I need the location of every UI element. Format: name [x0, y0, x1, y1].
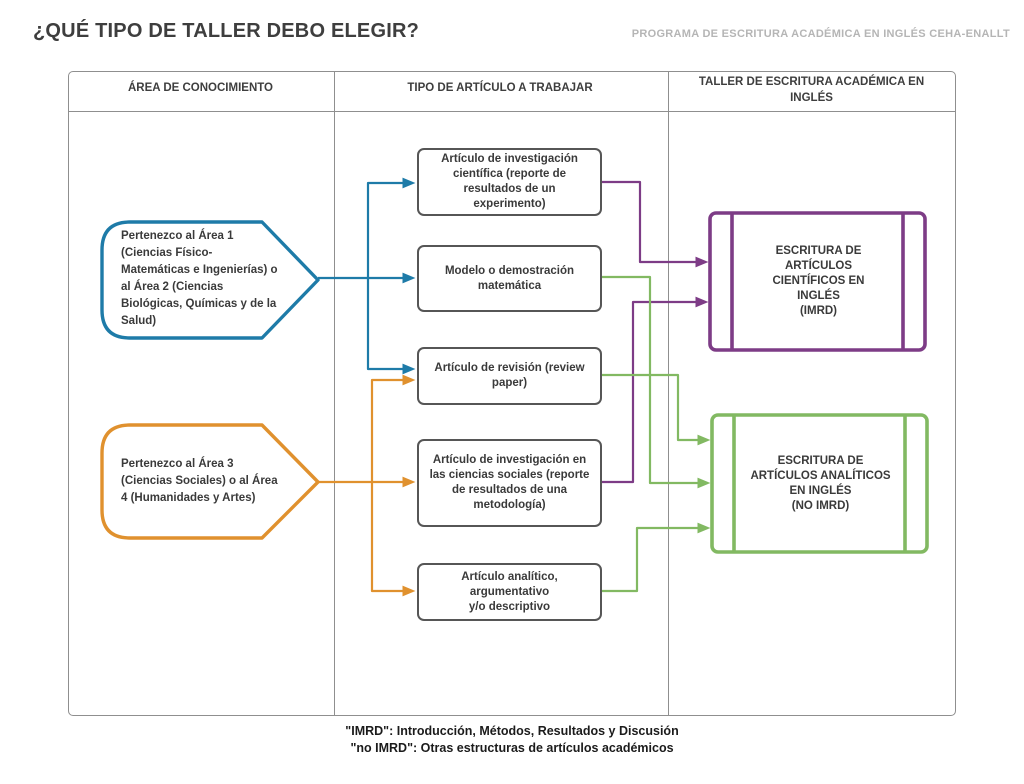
area-3-4-label: Pertenezco al Área 3 (Ciencias Sociales)… — [121, 458, 278, 504]
article-box-investigacion-cientifica: Artículo de investigación científica (re… — [417, 148, 602, 216]
area-3-4-shape — [100, 423, 320, 540]
page-title: ¿QUÉ TIPO DE TALLER DEBO ELEGIR? — [33, 20, 420, 42]
connector-modelo-noimrd — [602, 275, 711, 489]
program-label: PROGRAMA DE ESCRITURA ACADÉMICA EN INGLÉ… — [631, 28, 1010, 40]
orange-connectors — [318, 374, 416, 597]
connector-revision-noimrd — [602, 373, 711, 446]
table-frame — [68, 71, 956, 716]
article-box-modelo-matematico: Modelo o demostración matemática — [417, 245, 602, 312]
column-header-tipo-articulo: TIPO DE ARTÍCULO A TRABAJAR — [407, 82, 593, 94]
workshop-imrd-shape — [708, 211, 927, 352]
column-header-taller: TALLER DE ESCRITURA ACADÉMICA EN INGLÉS — [698, 76, 925, 104]
area-1-2-shape — [100, 220, 320, 340]
footnote-imrd: "IMRD": Introducción, Métodos, Resultado… — [345, 724, 679, 738]
footnotes: "IMRD": Introducción, Métodos, Resultado… — [68, 723, 956, 757]
article-box-analitico: Artículo analítico, argumentativo y/o de… — [417, 563, 602, 621]
connector-area12-investigacion-cientifica — [366, 177, 416, 278]
connector-area34-analitico — [370, 482, 416, 597]
workshop-imrd-label: ESCRITURA DE ARTÍCULOS CIENTÍFICOS EN IN… — [772, 245, 865, 317]
column-header-area-conocimiento: ÁREA DE CONOCIMIENTO — [127, 82, 274, 94]
area-1-2-label: Pertenezco al Área 1 (Ciencias Físico- M… — [121, 230, 278, 327]
connector-analitico-noimrd — [602, 522, 711, 593]
article-box-revision: Artículo de revisión (review paper) — [417, 347, 602, 405]
connector-area34-revision — [370, 374, 416, 482]
footnote-no-imrd: "no IMRD": Otras estructuras de artículo… — [350, 741, 674, 755]
connector-area12-revision — [366, 278, 416, 375]
connector-sociales-imrd — [602, 296, 709, 484]
green-connectors — [602, 275, 711, 593]
workshop-noimrd-label: ESCRITURA DE ARTÍCULOS ANALÍTICOS EN ING… — [750, 454, 891, 512]
workshop-noimrd-rect — [710, 413, 929, 554]
purple-connectors — [602, 180, 709, 484]
header-divider — [69, 111, 955, 112]
connector-cientifica-imrd — [602, 180, 709, 268]
column-divider-1 — [334, 72, 335, 715]
workshop-imrd-rect — [708, 211, 927, 352]
blue-connectors — [318, 177, 416, 375]
article-box-investigacion-sociales: Artículo de investigación en las ciencia… — [417, 439, 602, 527]
column-divider-2 — [668, 72, 669, 715]
workshop-noimrd-shape — [710, 413, 929, 554]
